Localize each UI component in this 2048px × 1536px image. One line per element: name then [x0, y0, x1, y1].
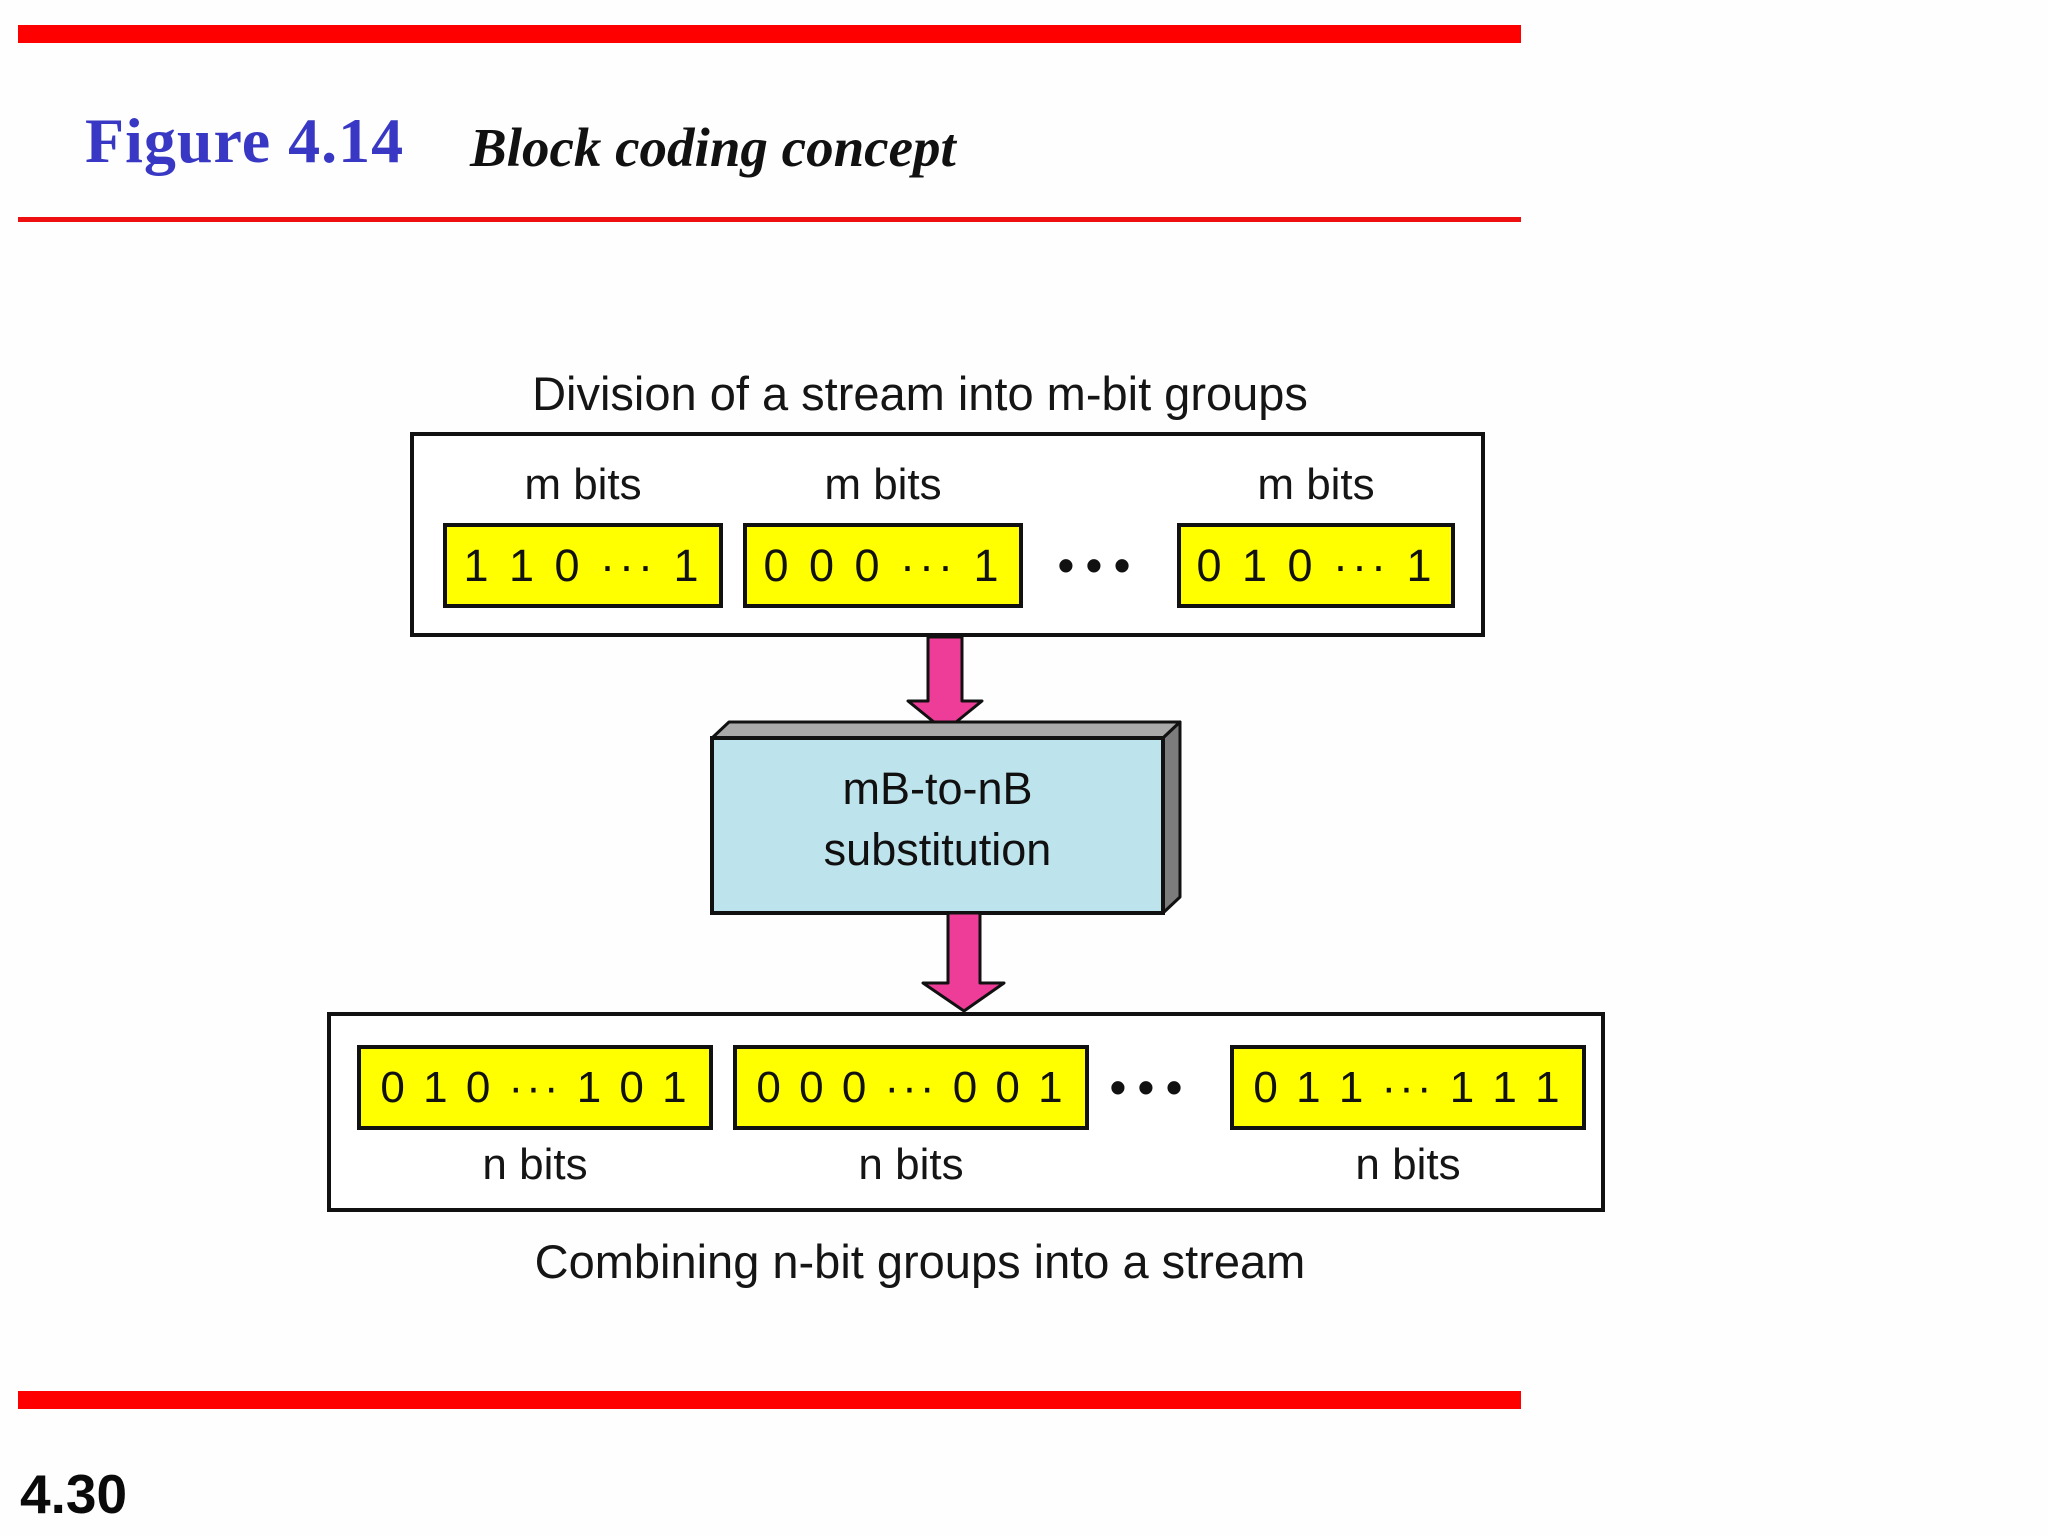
n-bits-label: n bits [482, 1140, 588, 1189]
ellipsis-dots: ••• [1057, 539, 1143, 591]
figure-title: Block coding concept [470, 117, 956, 178]
ellipsis-dots: ••• [1109, 1061, 1195, 1113]
m-bit-group-cell: 1 1 0 ··· 1 [443, 523, 723, 608]
processor-box-front-face [710, 736, 1165, 915]
n-bit-group-cell: 0 1 0 ··· 1 0 1 [357, 1045, 713, 1130]
m-bit-group-cell: 0 1 0 ··· 1 [1177, 523, 1455, 608]
bottom-caption: Combining n-bit groups into a stream [534, 1235, 1306, 1288]
down-arrow-icon [906, 635, 984, 733]
n-bit-group-cell: 0 1 1 ··· 1 1 1 [1230, 1045, 1586, 1130]
bottom-red-bar [18, 1391, 1521, 1409]
processor-label-line2: substitution [823, 824, 1052, 875]
m-bits-label: m bits [1257, 460, 1375, 509]
m-bits-label: m bits [524, 460, 642, 509]
m-bits-label: m bits [824, 460, 942, 509]
n-bits-label: n bits [858, 1140, 964, 1189]
processor-box-side-face [1161, 720, 1182, 915]
processor-label-line1: mB-to-nB [842, 763, 1033, 814]
top-caption: Division of a stream into m-bit groups [532, 367, 1308, 420]
n-bit-group-cell: 0 0 0 ··· 0 0 1 [733, 1045, 1089, 1130]
processor-box-top-face [710, 720, 1182, 740]
n-bits-label: n bits [1355, 1140, 1461, 1189]
m-bit-group-cell: 0 0 0 ··· 1 [743, 523, 1023, 608]
processor-label: mB-to-nB substitution [712, 758, 1163, 880]
top-red-bar [18, 25, 1521, 43]
page-number: 4.30 [20, 1463, 128, 1525]
header-rule [18, 217, 1521, 222]
figure-number: Figure 4.14 [85, 105, 405, 176]
down-arrow-icon [921, 911, 1006, 1013]
